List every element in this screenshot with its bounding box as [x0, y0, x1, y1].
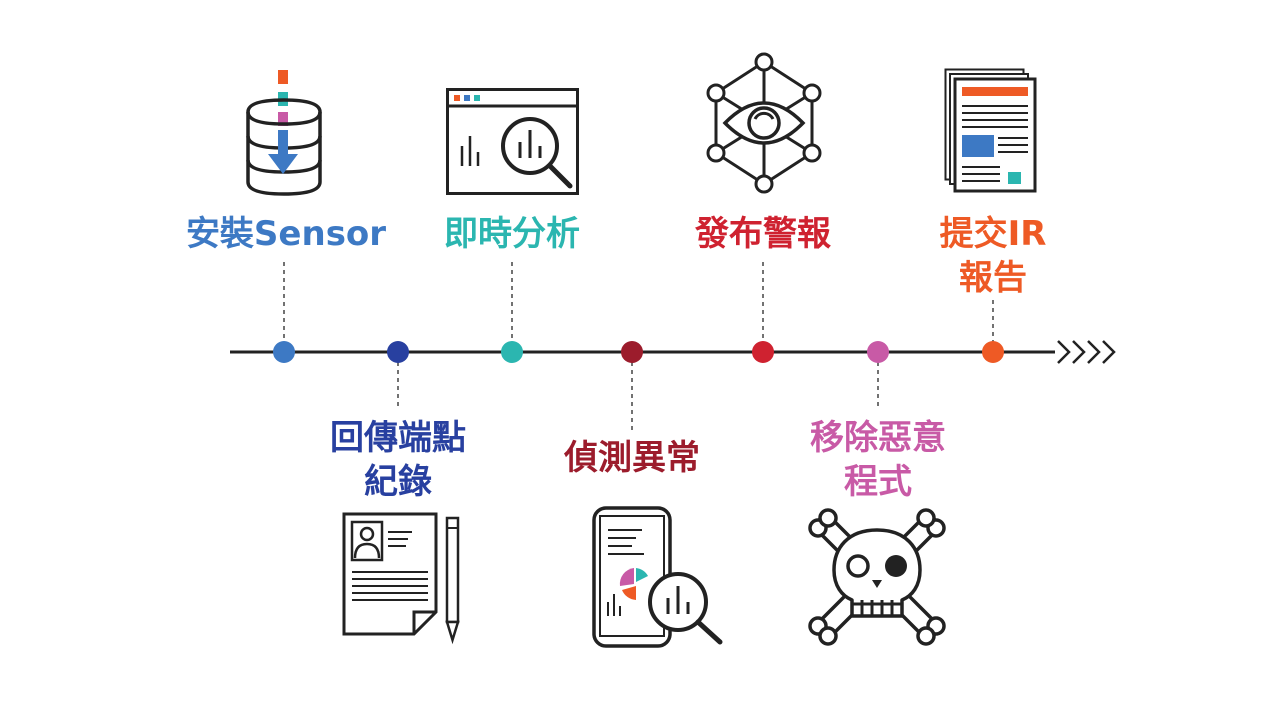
step-label-1-line-1: 安裝Sensor — [185, 214, 387, 254]
database-download-icon — [246, 70, 322, 196]
skull-crossbones-icon — [808, 508, 946, 646]
browser-magnifier-chart-icon — [446, 88, 579, 195]
step-label-5: 發布警報 — [695, 212, 831, 256]
step-label-2: 回傳端點 紀錄 — [330, 416, 466, 504]
report-document-icon — [944, 68, 1037, 193]
step-dot-6 — [867, 341, 889, 363]
step-dot-3 — [501, 341, 523, 363]
step-dot-1 — [273, 341, 295, 363]
step-label-6-line-2: 程式 — [844, 462, 912, 502]
network-eye-icon — [706, 52, 822, 194]
profile-document-pencil-icon — [342, 512, 460, 645]
step-label-4-line-1: 偵測異常 — [564, 438, 700, 478]
phone-magnifier-chart-icon — [592, 506, 723, 648]
step-dot-2 — [387, 341, 409, 363]
step-label-1: 安裝Sensor — [186, 212, 386, 256]
step-label-7: 提交IR 報告 — [940, 212, 1047, 300]
step-label-7-line-1: 提交IR — [939, 214, 1047, 254]
chevrons-right-icon — [1057, 340, 1116, 364]
step-label-3-line-1: 即時分析 — [444, 214, 580, 254]
step-label-4: 偵測異常 — [564, 436, 700, 480]
step-dot-7 — [982, 341, 1004, 363]
step-label-2-line-1: 回傳端點 — [330, 418, 466, 458]
step-label-7-line-2: 報告 — [959, 258, 1027, 298]
step-label-3: 即時分析 — [444, 212, 580, 256]
step-label-2-line-2: 紀錄 — [364, 462, 432, 502]
step-dot-5 — [752, 341, 774, 363]
step-label-5-line-1: 發布警報 — [695, 214, 831, 254]
step-dot-4 — [621, 341, 643, 363]
step-label-6: 移除惡意 程式 — [810, 416, 946, 504]
step-label-6-line-1: 移除惡意 — [810, 418, 946, 458]
